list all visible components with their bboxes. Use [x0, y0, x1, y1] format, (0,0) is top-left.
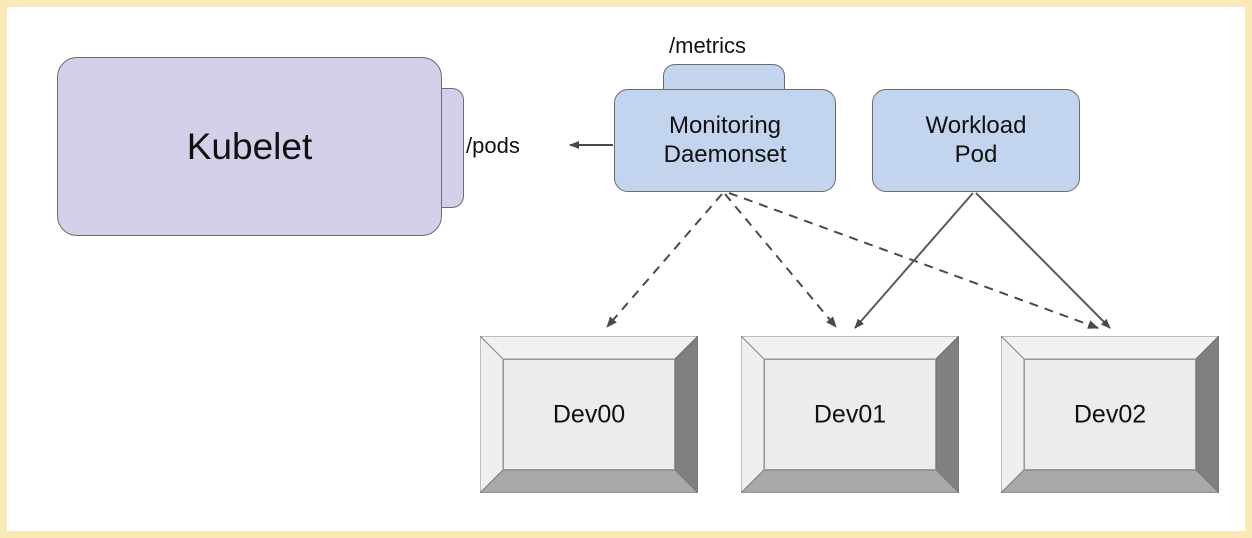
- edge-label-metrics: /metrics: [669, 33, 746, 58]
- node-workload-pod-label-line2: Pod: [954, 140, 998, 168]
- node-workload-pod[interactable]: Workload Pod: [872, 89, 1080, 192]
- device-box-dev01[interactable]: Dev01: [741, 336, 959, 493]
- device-box-dev02[interactable]: Dev02: [1001, 336, 1219, 493]
- node-workload-pod-label-line1: Workload: [925, 112, 1027, 140]
- node-monitoring-daemonset-label-line2: Daemonset: [663, 140, 787, 168]
- edge-monitoring-to-dev02: [728, 192, 1099, 329]
- node-monitoring-daemonset-label: Monitoring Daemonset: [664, 112, 787, 169]
- node-kubelet-label: Kubelet: [186, 125, 313, 167]
- node-workload-pod-label: Workload Pod: [926, 112, 1027, 169]
- edge-workload-to-dev01: [854, 192, 974, 329]
- edge-workload-to-dev02: [975, 192, 1111, 329]
- device-bevel-shape: [1001, 336, 1219, 493]
- edge-label-pods: /pods: [466, 133, 520, 158]
- node-monitoring-daemonset-label-line1: Monitoring: [668, 112, 782, 140]
- device-bevel-shape: [741, 336, 959, 493]
- device-bevel-shape: [480, 336, 698, 493]
- edge-monitoring-to-dev01: [724, 193, 837, 328]
- device-box-dev00[interactable]: Dev00: [480, 336, 698, 493]
- node-monitoring-daemonset[interactable]: Monitoring Daemonset: [614, 89, 836, 192]
- node-kubelet[interactable]: Kubelet: [57, 57, 442, 236]
- edge-monitoring-to-dev00: [606, 193, 723, 328]
